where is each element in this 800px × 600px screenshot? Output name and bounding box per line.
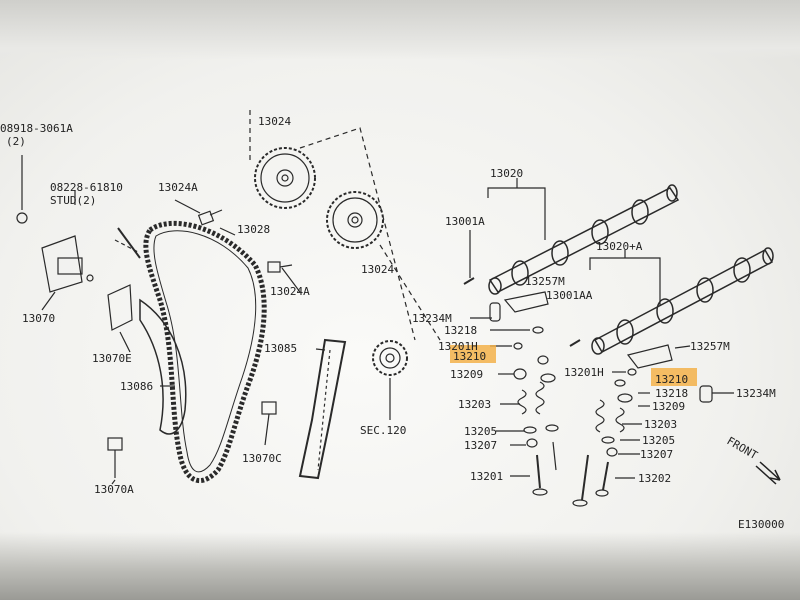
label-13209-left: 13209 [450,368,483,381]
label-13205-right: 13205 [642,434,675,447]
label-13070e: 13070E [92,352,132,365]
label-13201: 13201 [470,470,503,483]
label-08918: 08918-3061A [0,122,73,135]
label-13210-left: 13210 [453,350,486,363]
label-13001aa: 13001AA [546,289,593,302]
chain-guide [139,298,187,435]
label-13201h-left: 13201H [438,340,478,353]
label-13205-left: 13205 [464,425,497,438]
label-13024a-top: 13024A [158,181,198,194]
camshaft-right [591,247,774,355]
label-ref-code: E130000 [738,518,784,531]
label-13209-right: 13209 [652,400,685,413]
rocker-arm-right [626,344,673,369]
label-13257m-left: 13257M [525,275,565,288]
label-13218-left: 13218 [444,324,477,337]
timing-chain [143,221,267,484]
label-13218-right: 13218 [655,387,688,400]
valve-parts-left [513,326,559,496]
label-13070a: 13070A [94,483,134,496]
label-13070c: 13070C [242,452,282,465]
bolt-13070c [261,401,277,446]
label-13234m-left: 13234M [412,312,452,325]
bolt-13024a-upper [197,209,223,226]
crank-sprocket [372,340,408,376]
label-13024-mid: 13024 [361,263,394,276]
label-13001a: 13001A [445,215,485,228]
label-sec120: SEC.120 [360,424,406,437]
label-13070: 13070 [22,312,55,325]
label-13028: 13028 [237,223,270,236]
lash-adjuster-left [489,302,501,322]
label-13201h-right: 13201H [564,366,604,379]
tensioner-gasket [107,284,133,331]
label-13234m-right: 13234M [736,387,776,400]
highlight-13210-left [450,345,496,363]
sprocket-upper [254,147,316,209]
label-13257m-right: 13257M [690,340,730,353]
label-13024-top: 13024 [258,115,291,128]
highlight-13210-right [651,368,697,386]
label-13207-right: 13207 [640,448,673,461]
label-13203-left: 13203 [458,398,491,411]
label-13020a: 13020+A [596,240,643,253]
label-13020: 13020 [490,167,523,180]
chain-tensioner [16,155,94,293]
camshaft-left [488,184,680,295]
sprocket-lower [326,191,384,249]
label-13210-right: 13210 [655,373,688,386]
monitor-bezel-top [0,0,800,60]
label-13203-right: 13203 [644,418,677,431]
slack-guide [298,338,347,480]
label-08228: 08228-61810 [50,181,123,194]
label-13085: 13085 [264,342,297,355]
bolt-13070a [107,437,123,478]
label-13202: 13202 [638,472,671,485]
label-13086: 13086 [120,380,153,393]
label-front: FRONT [725,434,761,462]
front-arrow-icon [755,461,781,485]
valve-parts-right [572,368,637,507]
lash-adjuster-right [699,385,713,403]
bolt-13024a-lower [267,261,293,273]
label-13024a-mid: 13024A [270,285,310,298]
label-08918-qty: (2) [6,135,26,148]
label-stud: STUD(2) [50,194,96,207]
monitor-bezel-bottom [0,532,800,600]
rocker-arm-left [503,291,549,313]
label-13207-left: 13207 [464,439,497,452]
